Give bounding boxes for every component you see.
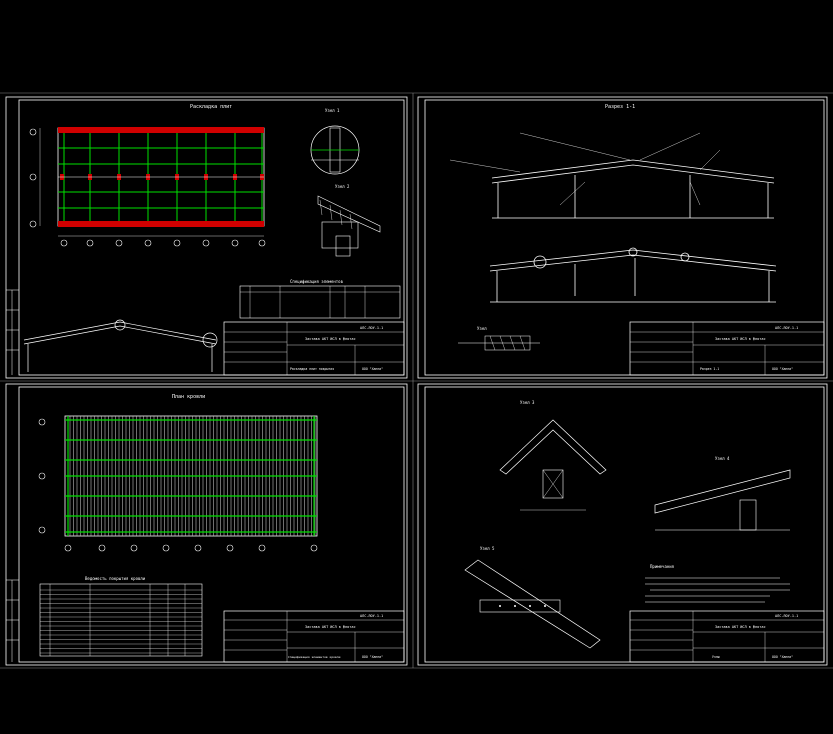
title-block-4: АЛС-ЛОУ-1.1 Застава АКТ ИСЛ в флотас Узл… [629, 610, 825, 663]
svg-text:Узел 1: Узел 1 [325, 108, 340, 113]
roof-plan-title: План кровли [172, 394, 205, 400]
detail-node-2: Узел 2 [317, 184, 381, 257]
section-1-1-upper [491, 159, 775, 219]
svg-text:Ведомость покрытия кровли: Ведомость покрытия кровли [85, 576, 146, 581]
svg-text:АЛС-ЛОУ-1.1: АЛС-ЛОУ-1.1 [360, 326, 383, 330]
beam-top [58, 127, 264, 133]
notes: Примечания [645, 564, 790, 603]
svg-text:Спецификация элементов кровли: Спецификация элементов кровли [288, 655, 341, 659]
plan-title: Раскладка плит [190, 104, 232, 110]
roof-elements-table: Ведомость покрытия кровли [39, 576, 203, 657]
section-1-1-lower [489, 247, 777, 303]
beam-bottom [58, 221, 264, 227]
svg-text:Узел: Узел [477, 326, 487, 331]
sheet-1: Раскладка плит [5, 96, 408, 379]
title-block-1: АЛС-ЛОУ-1.1 Застава АКТ ИСЛ в флотас Рас… [223, 321, 405, 376]
svg-text:ООО "Ханни": ООО "Ханни" [362, 367, 383, 371]
title-block-2: АЛС-ЛОУ-1.1 Застава АКТ ИСЛ в флотас Раз… [629, 321, 825, 376]
svg-text:ООО "Ханни": ООО "Ханни" [362, 655, 383, 659]
svg-text:Узел 4: Узел 4 [715, 456, 730, 461]
sheet-3: План кровли Ведомость покрытия кровли [5, 383, 408, 666]
svg-text:ООО "Ханни": ООО "Ханни" [772, 367, 793, 371]
svg-text:Разрез 1-1: Разрез 1-1 [700, 367, 719, 371]
svg-text:Узел 2: Узел 2 [335, 184, 350, 189]
svg-text:Застава АКТ ИСЛ в флотас: Застава АКТ ИСЛ в флотас [715, 625, 766, 629]
svg-text:Спецификация элементов: Спецификация элементов [290, 279, 343, 284]
slab-layout-plan [29, 127, 266, 247]
detail-node-4: Узел 4 [654, 456, 791, 531]
svg-text:АЛС-ЛОУ-1.1: АЛС-ЛОУ-1.1 [360, 614, 383, 618]
svg-text:Застава АКТ ИСЛ в флотас: Застава АКТ ИСЛ в флотас [305, 337, 356, 341]
svg-text:АЛС-ЛОУ-1.1: АЛС-ЛОУ-1.1 [775, 326, 798, 330]
spec-table: Спецификация элементов [239, 279, 401, 319]
roof-plan [38, 415, 318, 552]
section-title: Разрез 1-1 [605, 104, 635, 110]
detail-node-1: Узел 1 [310, 108, 360, 175]
sheet-2: Разрез 1-1 Узел [417, 96, 828, 379]
detail-node-5: Узел 5 [464, 546, 601, 649]
node-detail-small: Узел [458, 326, 540, 351]
svg-text:Узел 3: Узел 3 [520, 400, 535, 405]
svg-text:АЛС-ЛОУ-1.1: АЛС-ЛОУ-1.1 [775, 614, 798, 618]
svg-text:Раскладка плит покрытия: Раскладка плит покрытия [290, 367, 334, 371]
svg-text:Примечания: Примечания [650, 564, 674, 569]
svg-text:ООО "Ханни": ООО "Ханни" [772, 655, 793, 659]
svg-text:Застава АКТ ИСЛ в флотас: Застава АКТ ИСЛ в флотас [715, 337, 766, 341]
svg-text:Застава АКТ ИСЛ в флотас: Застава АКТ ИСЛ в флотас [305, 625, 356, 629]
svg-text:Узлы: Узлы [712, 655, 720, 659]
svg-text:Узел 5: Узел 5 [480, 546, 495, 551]
section-profile [23, 319, 218, 372]
sheet-4: Узел 3 Узел 4 Узел 5 Примечания [417, 383, 828, 666]
detail-node-3: Узел 3 [499, 400, 607, 511]
title-block-3: АЛС-ЛОУ-1.1 Застава АКТ ИСЛ в флотас Спе… [223, 610, 405, 663]
